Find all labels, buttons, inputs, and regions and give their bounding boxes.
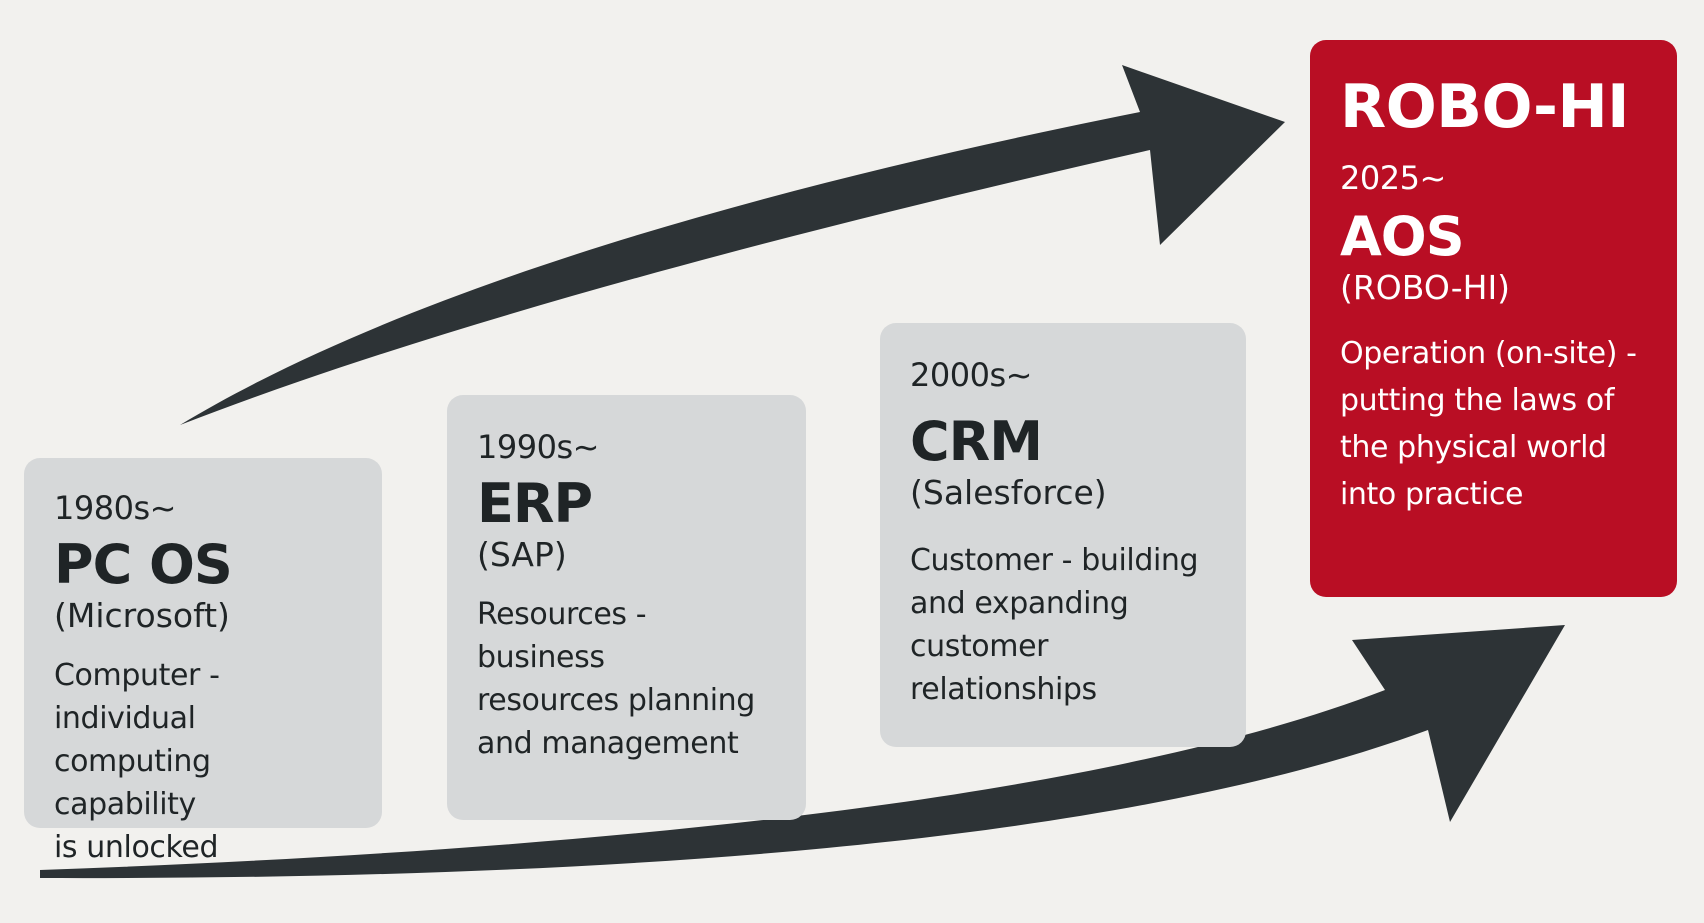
- stage-era: 2000s~: [910, 356, 1032, 394]
- description-line: into practice: [1340, 477, 1524, 512]
- stage-headline: ROBO-HI: [1340, 72, 1630, 142]
- description-line: Resources - business: [477, 597, 647, 675]
- stage-name: PC OS: [54, 533, 233, 596]
- stage-company: (Microsoft): [54, 596, 230, 635]
- description-line: the physical world: [1340, 430, 1607, 465]
- stage-card-2025: ROBO-HI 2025~ AOS (ROBO-HI) Operation (o…: [1310, 40, 1677, 597]
- description-line: customer relationships: [910, 629, 1097, 707]
- stage-name: AOS: [1340, 205, 1465, 268]
- stage-company: (SAP): [477, 535, 567, 574]
- description-line: putting the laws of: [1340, 383, 1615, 418]
- stage-company: (Salesforce): [910, 473, 1107, 512]
- description-line: Computer - individual: [54, 658, 220, 736]
- description-line: Operation (on-site) -: [1340, 336, 1637, 371]
- description-line: and expanding: [910, 586, 1129, 621]
- stage-company: (ROBO-HI): [1340, 268, 1511, 307]
- stage-era: 2025~: [1340, 159, 1446, 197]
- stage-description: Resources - business resources planning …: [477, 593, 780, 765]
- stage-description: Computer - individual computing capabili…: [54, 654, 356, 869]
- stage-name: ERP: [477, 472, 593, 535]
- description-line: is unlocked: [54, 830, 219, 865]
- upper-growth-arrow: [180, 65, 1285, 425]
- lower-growth-arrow: [40, 625, 1565, 879]
- stage-card-1990s: 1990s~ ERP (SAP) Resources - business re…: [447, 395, 806, 820]
- stage-era: 1990s~: [477, 428, 599, 466]
- stage-description: Operation (on-site) - putting the laws o…: [1340, 330, 1651, 518]
- description-line: Customer - building: [910, 543, 1199, 578]
- stage-name: CRM: [910, 410, 1043, 473]
- description-line: computing capability: [54, 744, 211, 822]
- description-line: and management: [477, 726, 739, 761]
- description-line: resources planning: [477, 683, 755, 718]
- stage-card-1980s: 1980s~ PC OS (Microsoft) Computer - indi…: [24, 458, 382, 865]
- stage-era: 1980s~: [54, 489, 176, 527]
- stage-description: Customer - building and expanding custom…: [910, 539, 1220, 711]
- stage-card-2000s: 2000s~ CRM (Salesforce) Customer - build…: [880, 323, 1246, 747]
